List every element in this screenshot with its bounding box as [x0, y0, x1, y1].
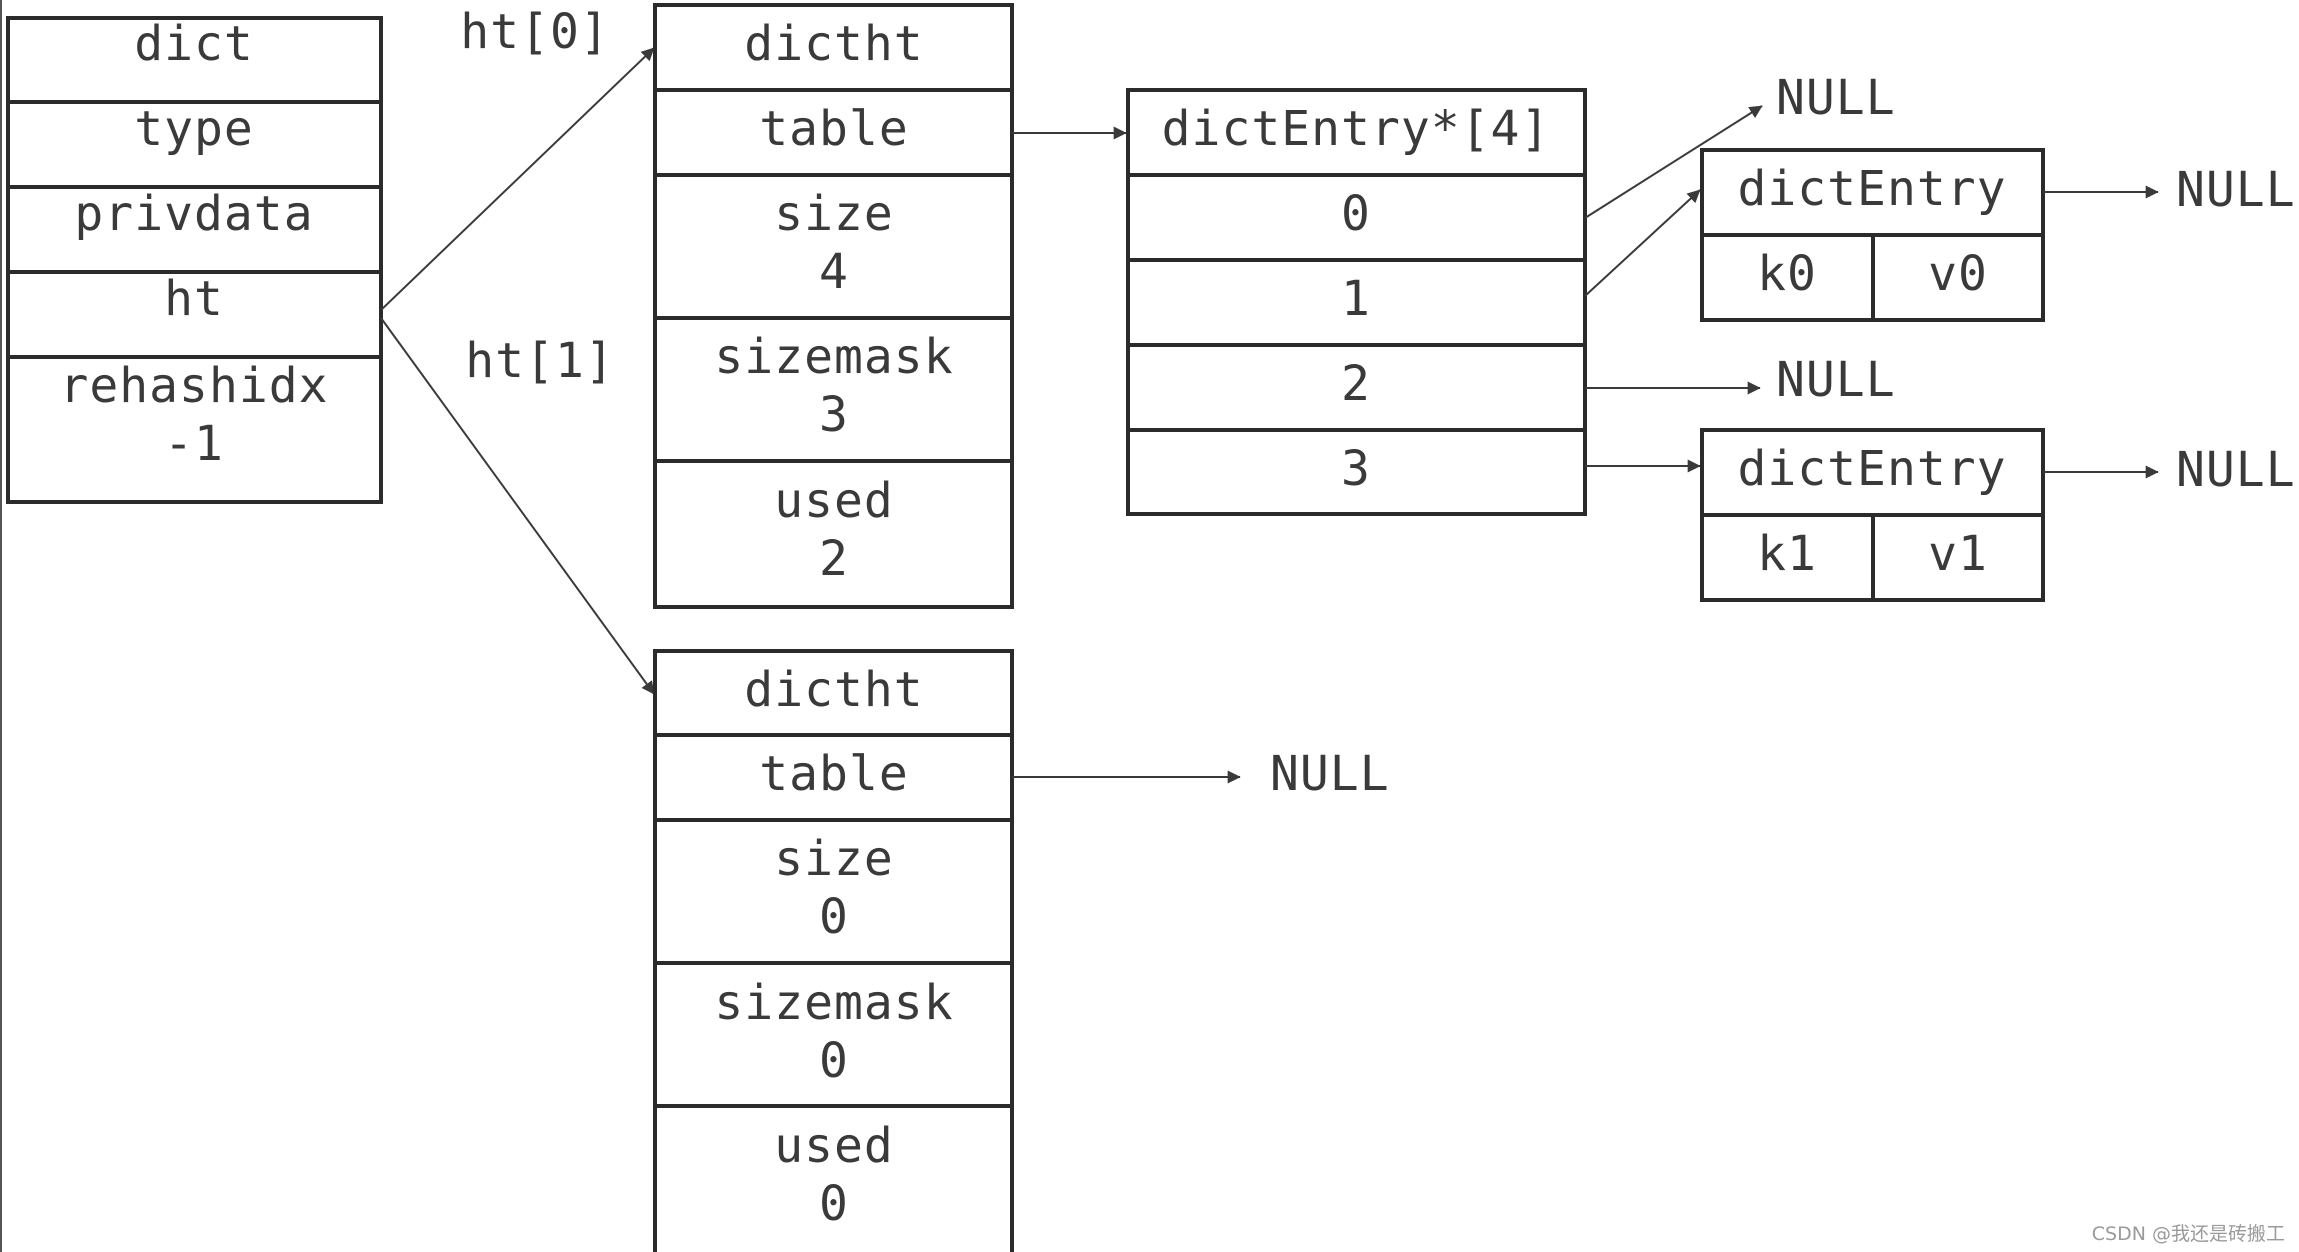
ht1-table-null: NULL	[1270, 746, 1390, 802]
ht1-used-label: used	[774, 1118, 894, 1174]
bucket-array: dictEntry*[4] 0 1 2 3	[1126, 88, 1587, 516]
slot2-null: NULL	[1776, 352, 1896, 408]
entry0-value: v0	[1928, 246, 1988, 302]
dictht-1: dictht table size 0 sizemask 0 used 0	[653, 649, 1014, 1252]
ht1-title: dictht	[744, 662, 923, 718]
ht1-used-value: 0	[819, 1176, 849, 1232]
bucket-slot-1: 1	[1341, 271, 1371, 327]
entry1-title: dictEntry	[1737, 441, 2006, 497]
ht0-sizemask-label: sizemask	[714, 329, 953, 385]
dictht-0: dictht table size 4 sizemask 3 used 2	[653, 3, 1014, 609]
entry1-value: v1	[1928, 526, 1988, 582]
ht1-sizemask-label: sizemask	[714, 975, 953, 1031]
ht0-size-label: size	[774, 186, 894, 242]
ht0-edge-label: ht[0]	[460, 4, 610, 60]
entry0-key: k0	[1757, 246, 1817, 302]
dict-field-ht: ht	[164, 271, 224, 327]
ht0-used-value: 2	[819, 531, 849, 587]
ht0-size-value: 4	[819, 244, 849, 300]
entry0-next-null: NULL	[2176, 162, 2296, 218]
entry1-key: k1	[1757, 526, 1817, 582]
ht0-sizemask-value: 3	[819, 387, 849, 443]
dict-field-type: type	[134, 101, 254, 157]
ht1-sizemask-value: 0	[819, 1033, 849, 1089]
ht1-table: table	[759, 746, 909, 802]
ht0-title: dictht	[744, 16, 923, 72]
dict-entry-0: dictEntry k0 v0	[1700, 148, 2045, 322]
dict-rehashidx-value: -1	[164, 416, 224, 472]
slot1-arrow	[1584, 189, 1701, 297]
ht1-arrow	[380, 317, 655, 695]
slot0-arrow	[1584, 105, 1763, 219]
dict-rehashidx-label: rehashidx	[59, 358, 328, 414]
ht0-table: table	[759, 101, 909, 157]
ht1-size-value: 0	[819, 889, 849, 945]
bucket-slot-2: 2	[1341, 356, 1371, 412]
dict-entry-1: dictEntry k1 v1	[1700, 428, 2045, 602]
bucket-slot-3: 3	[1341, 441, 1371, 497]
ht1-size-label: size	[774, 831, 894, 887]
ht1-edge-label: ht[1]	[465, 333, 615, 389]
bucket-array-title: dictEntry*[4]	[1162, 101, 1551, 157]
bucket-slot-0: 0	[1341, 186, 1371, 242]
entry1-next-null: NULL	[2176, 442, 2296, 498]
watermark: CSDN @我还是砖搬工	[2092, 1223, 2285, 1245]
dict-title: dict	[134, 16, 254, 72]
entry0-title: dictEntry	[1737, 161, 2006, 217]
slot0-null: NULL	[1776, 70, 1896, 126]
dict-struct: dict type privdata ht rehashidx -1	[6, 16, 383, 504]
ht0-used-label: used	[774, 473, 894, 529]
dict-field-privdata: privdata	[74, 186, 313, 242]
ht0-arrow	[380, 47, 655, 311]
